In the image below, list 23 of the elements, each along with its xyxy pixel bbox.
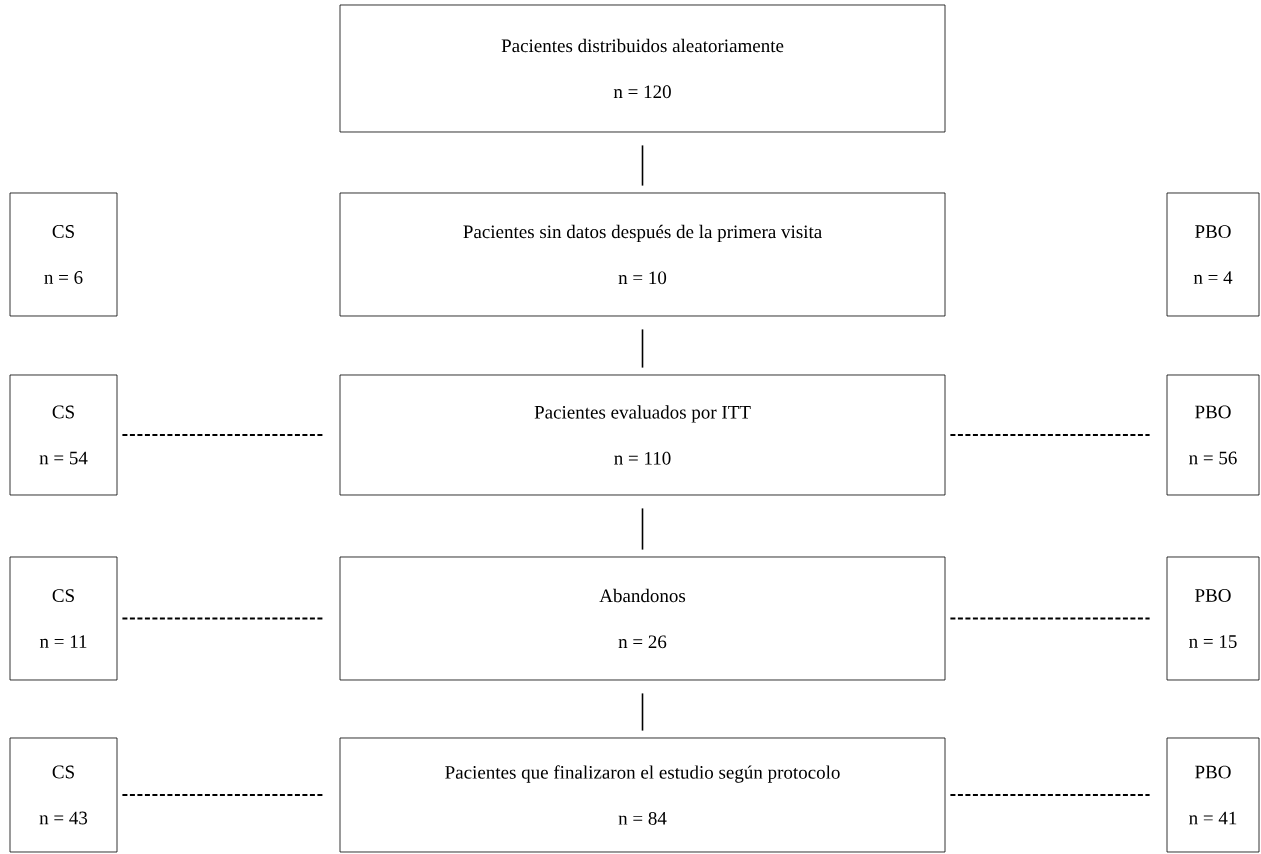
dashed-connector (949, 434, 1151, 436)
connector-line (641, 328, 644, 369)
process-box: Pacientes que finalizaron el estudio según protocolo n = 84 (339, 737, 946, 853)
process-box: Pacientes evaluados por ITT n = 110 (339, 374, 946, 496)
group-box: CS n = 11 (9, 556, 118, 681)
group-box: CS n = 6 (9, 192, 118, 317)
group-box: PBO n = 41 (1166, 737, 1260, 853)
connector-line (641, 144, 644, 187)
dashed-connector (949, 794, 1151, 796)
dashed-connector (121, 794, 324, 796)
process-box: Abandonos n = 26 (339, 556, 946, 681)
process-box: Pacientes sin datos después de la primera visita n = 10 (339, 192, 946, 317)
dashed-connector (121, 434, 324, 436)
dashed-connector (949, 617, 1151, 620)
connector-line (641, 507, 644, 551)
group-box: PBO n = 15 (1166, 556, 1260, 681)
group-box: CS n = 54 (9, 374, 118, 496)
group-box: CS n = 43 (9, 737, 118, 853)
group-box: PBO n = 56 (1166, 374, 1260, 496)
dashed-connector (121, 617, 324, 620)
connector-line (641, 692, 644, 732)
process-box: Pacientes distribuidos aleatoriamente n = 120 (339, 4, 946, 133)
group-box: PBO n = 4 (1166, 192, 1260, 317)
